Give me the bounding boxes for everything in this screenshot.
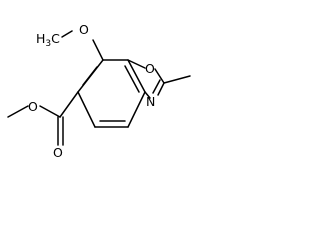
atom-label-group: H3C O O N O O	[28, 22, 155, 160]
methoxy-methyl-label: H3C	[36, 31, 60, 49]
bond-carbonyl-ether-oxygen	[39, 105, 61, 118]
methoxy-methyl-h: H	[36, 31, 45, 46]
bond-c2-nitrogen	[157, 82, 165, 96]
bond-nitrogen-c3a	[144, 91, 151, 99]
bond-group	[7, 30, 191, 146]
ester-ether-oxygen-label: O	[28, 99, 38, 114]
bond-ether-oxygen-methyl	[7, 105, 29, 118]
bond-ring-c6-c6-double	[82, 66, 98, 86]
methoxy-methyl-subscript: 3	[45, 39, 51, 49]
chemical-structure-diagram: H3C O O N O O	[7, 22, 191, 160]
bond-c2-nitrogen-double	[152, 79, 161, 94]
bond-ring-c6-carbonyl	[59, 91, 79, 118]
bond-c2-methyl	[163, 75, 191, 84]
ring-oxygen-label: O	[145, 61, 155, 76]
bond-c7a-ring-oxygen	[127, 59, 146, 69]
bond-ring-c3a-c7a-double	[124, 65, 140, 93]
bond-methoxy-oxygen-ring	[92, 39, 104, 61]
bond-ring-c4-c3a	[127, 91, 146, 128]
ring-nitrogen-label: N	[146, 94, 155, 109]
carbonyl-oxygen-label: O	[53, 145, 63, 160]
bond-methyl-methoxy-oxygen	[61, 30, 73, 38]
bond-ring-c3a-c7a	[127, 59, 146, 93]
methoxy-oxygen-label: O	[79, 22, 89, 37]
bond-ring-oxygen-c2	[154, 68, 165, 84]
methoxy-methyl-c: C	[51, 31, 60, 46]
bond-ring-c6-c5	[77, 91, 96, 128]
